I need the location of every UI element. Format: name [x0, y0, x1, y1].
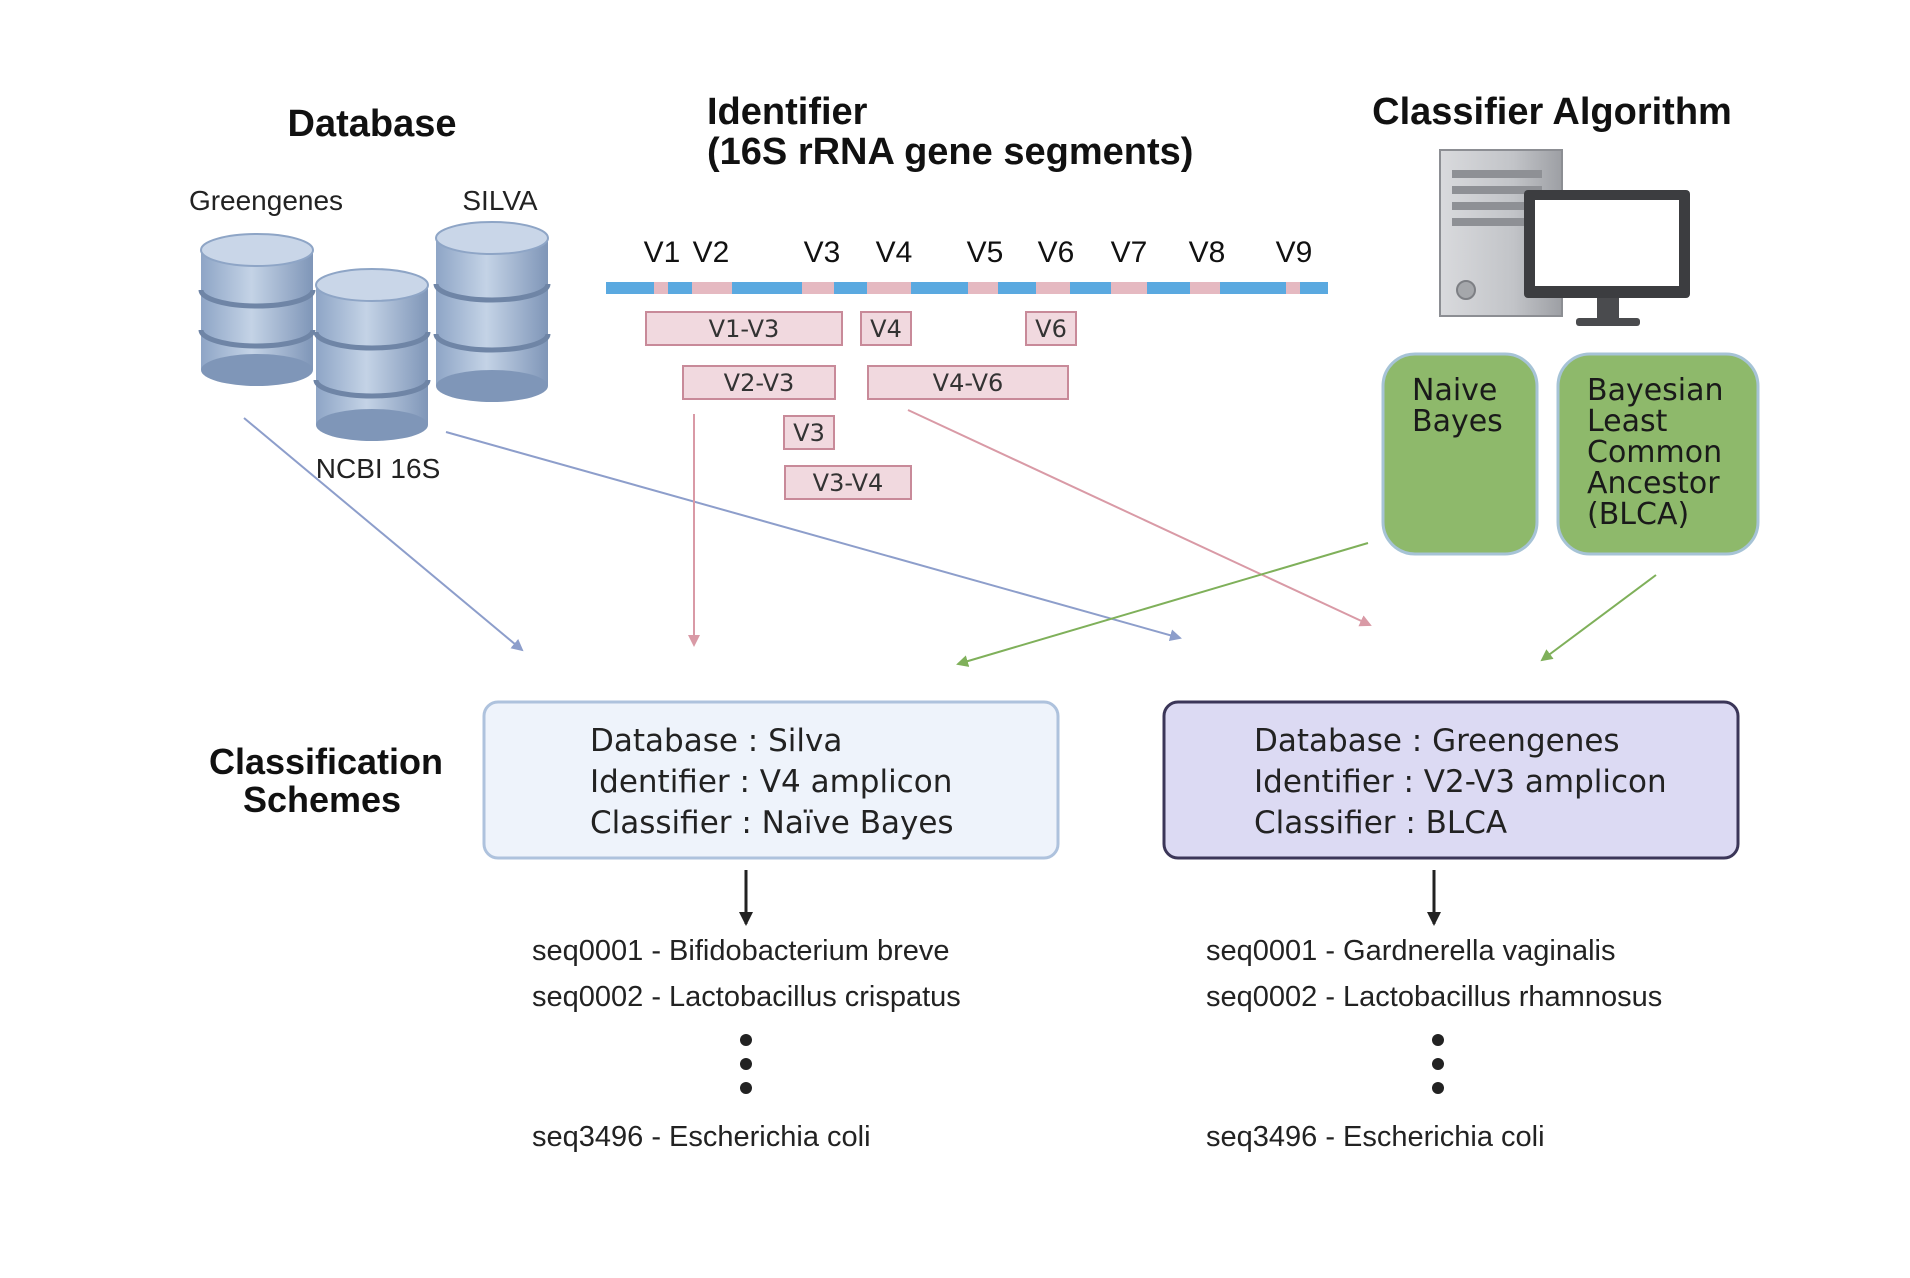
scheme2-database: Database : Greengenes [1254, 723, 1620, 759]
segment-v3-v4: V3-V4 [784, 465, 912, 500]
silva-database-icon [433, 221, 551, 402]
naive-bayes-box: Naive Bayes [1381, 352, 1539, 556]
gene-region-v9 [1286, 282, 1300, 294]
scheme2-box: Database : Greengenes Identifier : V2-V3… [1162, 700, 1740, 860]
segment-v4-v6: V4-V6 [867, 365, 1069, 400]
gene-region-v2 [692, 282, 732, 294]
gene-region-v6 [1036, 282, 1070, 294]
blca-label-2: Least [1587, 404, 1668, 439]
identifier-subheading: (16S rRNA gene segments) [707, 131, 1193, 173]
scheme1-identifier: Identifier : V4 amplicon [590, 764, 952, 800]
region-label-v7: V7 [1111, 236, 1148, 269]
arrow-silva-to-scheme2 [445, 431, 1182, 642]
scheme2-result-3: seq3496 - Escherichia coli [1206, 1121, 1545, 1153]
segment-v3-label: V3 [793, 419, 825, 447]
schemes-heading-2: Schemes [243, 779, 401, 820]
gene-region-v1 [654, 282, 668, 294]
blca-label-1: Bayesian [1587, 373, 1724, 408]
naive-bayes-label-2: Bayes [1412, 404, 1503, 439]
region-label-v9: V9 [1276, 236, 1313, 269]
gene-region-v4 [867, 282, 911, 294]
segment-v1-v3-label: V1-V3 [709, 315, 780, 343]
gene-bar [606, 282, 1328, 294]
greengenes-label: Greengenes [189, 185, 343, 216]
segment-v6: V6 [1025, 311, 1077, 346]
blca-label-5: (BLCA) [1587, 497, 1689, 532]
arrow-naive-bayes-to-scheme1 [956, 542, 1369, 667]
segment-v2-v3-label: V2-V3 [724, 369, 795, 397]
segment-v1-v3: V1-V3 [645, 311, 843, 346]
region-label-v6: V6 [1038, 236, 1075, 269]
blca-box: Bayesian Least Common Ancestor (BLCA) [1556, 352, 1760, 556]
ncbi-label: NCBI 16S [316, 453, 441, 484]
segment-v4: V4 [860, 311, 912, 346]
scheme1-ellipsis [740, 1034, 752, 1094]
blca-label-3: Common [1587, 435, 1722, 470]
arrow-v4-to-scheme2 [907, 409, 1372, 627]
scheme2-result-2: seq0002 - Lactobacillus rhamnosus [1206, 981, 1662, 1013]
computer-icon [1439, 149, 1690, 326]
scheme2-ellipsis [1432, 1034, 1444, 1094]
scheme2-classifier: Classifier : BLCA [1254, 805, 1507, 841]
arrow-blca-to-scheme2 [1540, 574, 1657, 662]
gene-region-v5 [968, 282, 998, 294]
naive-bayes-label-1: Naive [1412, 373, 1497, 408]
identifier-heading: Identifier [707, 91, 868, 133]
segment-v4-label: V4 [870, 315, 902, 343]
ncbi-database-icon [313, 268, 431, 441]
segment-v3-v4-label: V3-V4 [813, 469, 884, 497]
schemes-heading-1: Classification [209, 741, 443, 782]
scheme1-result-1: seq0001 - Bifidobacterium breve [532, 935, 950, 967]
segment-v3: V3 [783, 415, 835, 450]
segment-v2-v3: V2-V3 [682, 365, 836, 400]
region-label-v1: V1 [644, 236, 681, 269]
database-heading: Database [288, 103, 457, 145]
segment-v6-label: V6 [1035, 315, 1067, 343]
scheme2-result-1: seq0001 - Gardnerella vaginalis [1206, 935, 1615, 967]
blca-label-4: Ancestor [1587, 466, 1720, 501]
scheme1-result-2: seq0002 - Lactobacillus crispatus [532, 981, 961, 1013]
scheme1-box: Database : Silva Identifier : V4 amplico… [482, 700, 1060, 860]
silva-label: SILVA [462, 185, 538, 216]
scheme1-classifier: Classifier : Naïve Bayes [590, 805, 954, 841]
region-label-v3: V3 [804, 236, 841, 269]
region-label-v5: V5 [967, 236, 1004, 269]
arrow-greengenes-to-scheme1 [243, 417, 524, 652]
scheme2-identifier: Identifier : V2-V3 amplicon [1254, 764, 1667, 800]
gene-region-v8 [1190, 282, 1220, 294]
segment-v4-v6-label: V4-V6 [933, 369, 1004, 397]
classifier-heading: Classifier Algorithm [1372, 91, 1732, 133]
region-label-v8: V8 [1189, 236, 1226, 269]
gene-region-v7 [1111, 282, 1147, 294]
region-label-v4: V4 [876, 236, 913, 269]
scheme1-result-3: seq3496 - Escherichia coli [532, 1121, 871, 1153]
region-label-v2: V2 [693, 236, 730, 269]
scheme1-database: Database : Silva [590, 723, 842, 759]
gene-region-v3 [802, 282, 834, 294]
greengenes-database-icon [198, 233, 316, 386]
